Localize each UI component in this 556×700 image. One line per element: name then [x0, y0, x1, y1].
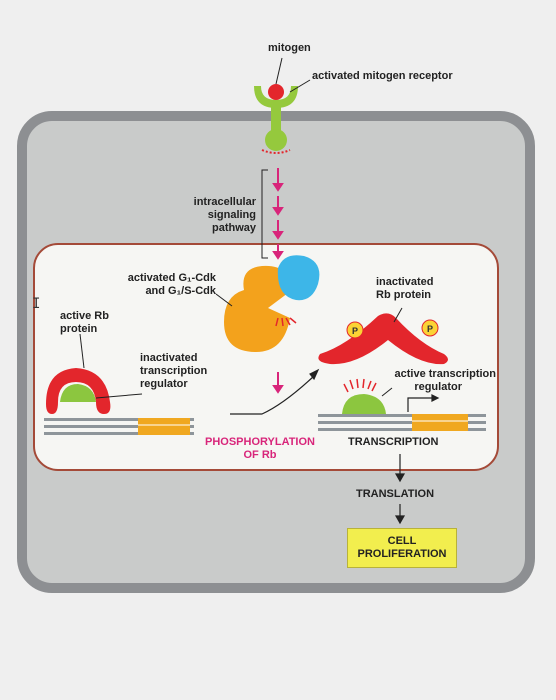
- cdk-label: activated G₁-Cdk and G₁/S-Cdk: [127, 272, 216, 297]
- svg-text:P: P: [352, 326, 358, 336]
- inactivated-regulator-label: inactivated transcription regulator: [140, 352, 208, 390]
- receptor-label: activated mitogen receptor: [312, 70, 453, 82]
- dna-icon-active: [318, 414, 486, 431]
- downstream-arrows: [394, 454, 406, 525]
- translation-label: TRANSLATION: [356, 488, 435, 500]
- dna-icon: [44, 418, 194, 435]
- inactivated-rb-icon: [318, 313, 448, 365]
- pathway-label: intracellular signaling pathway: [193, 196, 256, 234]
- pathway-bracket: [261, 169, 268, 259]
- active-regulator-label: active transcription regulator: [394, 368, 496, 393]
- cell-proliferation-box: CELL PROLIFERATION: [347, 528, 457, 568]
- cell-proliferation-label: CELL PROLIFERATION: [357, 535, 447, 560]
- release-arrow: [230, 368, 320, 415]
- mitogen-label: mitogen: [268, 42, 311, 54]
- mitogen-icon: [268, 84, 284, 100]
- signaling-arrows: [272, 168, 284, 394]
- rb-protein-icon: [46, 368, 111, 414]
- phosphorylation-label: PHOSPHORYLATION OF Rb: [204, 436, 315, 461]
- phosphate-icon: P P: [346, 319, 439, 339]
- cdk-complex-icon: [224, 255, 320, 352]
- transcription-label: TRANSCRIPTION: [348, 436, 439, 448]
- active-rb-label: active Rb protein: [60, 310, 109, 335]
- receptor-icon: [254, 86, 298, 154]
- transcription-regulator-icon: [342, 378, 386, 414]
- transcription-start-arrow-icon: [407, 394, 440, 412]
- svg-text:P: P: [427, 324, 433, 334]
- text-cursor-icon: I: [32, 296, 41, 312]
- inactivated-rb-label: inactivated Rb protein: [376, 276, 434, 301]
